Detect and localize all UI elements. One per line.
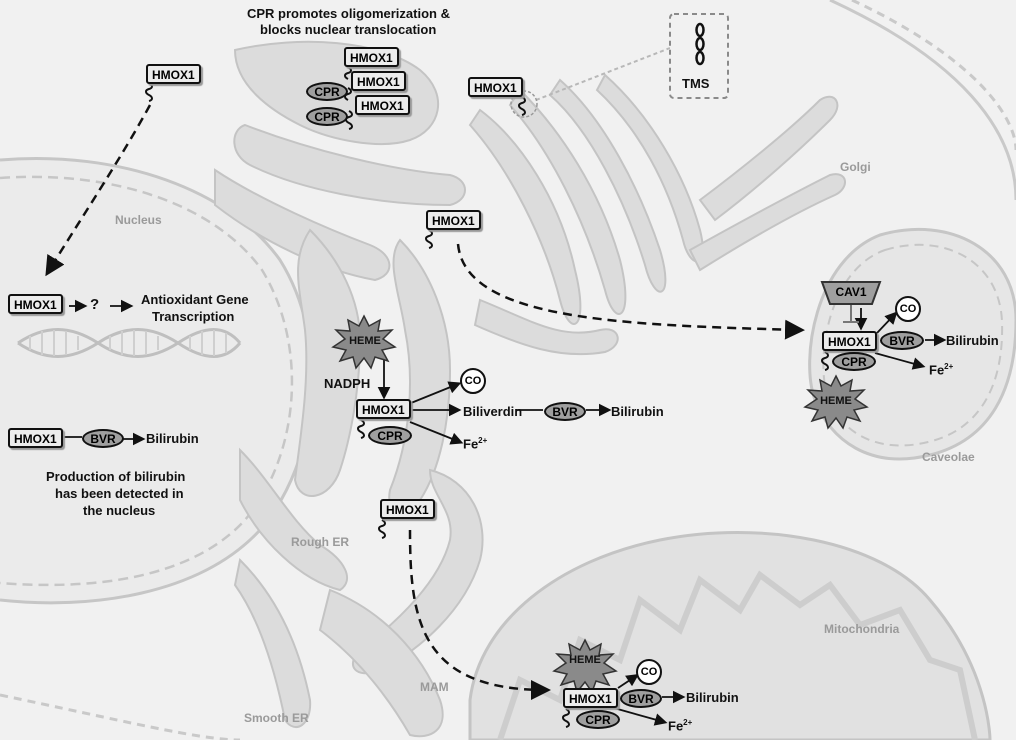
translocation-arrows [45,104,805,700]
inhibition-bar [843,305,859,323]
mam-label: MAM [420,680,449,694]
cpr-er-enzyme: CPR [368,426,412,445]
bvr-mito-enzyme: BVR [620,689,662,708]
caveolae-label: Caveolae [922,450,975,464]
co-er-product: CO [460,368,486,394]
hmox1-mito-box: HMOX1 [563,688,618,708]
heme-er-label: HEME [349,335,381,347]
reaction-arrows [62,299,947,726]
cav1-label: CAV1 [835,285,867,299]
bvr-caveolae-enzyme: BVR [880,331,924,350]
iron-mito: Fe2+ [668,718,693,734]
hmox1-er-box: HMOX1 [356,399,411,419]
dna-helix-icon [17,328,242,358]
golgi-apparatus [468,73,846,356]
note-line-1: Production of bilirubin [46,469,186,484]
hmox1-oligomer-2: HMOX1 [351,71,406,91]
bilirubin-mito: Bilirubin [686,690,739,705]
heme-mito-label: HEME [569,654,601,666]
mitochondria-label: Mitochondria [824,622,900,636]
mitochondria-shape [468,531,992,740]
co-caveolae-product: CO [895,296,921,322]
note-line-2: has been detected in [55,486,184,501]
hmox1-oligomer-3: HMOX1 [355,95,410,115]
note-line-3: the nucleus [83,503,156,518]
tms-helix-icon [695,22,705,66]
nucleus-shape [0,156,314,605]
hmox1-nucleus-bvr-box: HMOX1 [8,428,63,448]
hmox1-golgi-box: HMOX1 [426,210,481,230]
cpr-mito-enzyme: CPR [576,710,620,729]
cav1-shape [820,281,882,305]
hmox1-lower-box: HMOX1 [380,499,435,519]
cpr-caveolae-enzyme: CPR [832,352,876,371]
header-line-2: blocks nuclear translocation [260,22,437,37]
tms-box [669,13,729,99]
cpr-oligomer-2: CPR [306,107,348,126]
heme-burst-icons [331,314,869,694]
hmox1-tms-box: HMOX1 [468,77,523,97]
transmembrane-tails [145,66,829,728]
biliverdin-er: Biliverdin [463,404,523,419]
co-mito-product: CO [636,659,662,685]
nucleus-label: Nucleus [115,213,162,227]
nadph-label: NADPH [324,376,371,391]
bilirubin-nucleus: Bilirubin [146,431,199,446]
rough-er-label: Rough ER [291,535,349,549]
bvr-nucleus-enzyme: BVR [82,429,124,448]
tms-label: TMS [682,76,710,91]
heme-caveolae-label: HEME [820,395,852,407]
hmox1-nucleus-box: HMOX1 [8,294,63,314]
question-mark: ? [90,296,100,313]
hmox1-cytoplasm-box: HMOX1 [146,64,201,84]
hmox1-oligomer-1: HMOX1 [344,47,399,67]
bilirubin-er: Bilirubin [611,404,664,419]
bilirubin-caveolae: Bilirubin [946,333,999,348]
bvr-er-enzyme: BVR [544,402,586,421]
antioxidant-line-2: Transcription [152,309,235,324]
iron-er: Fe2+ [463,436,488,452]
smooth-er-label: Smooth ER [244,711,309,725]
hmox1-caveolae-box: HMOX1 [822,331,877,351]
antioxidant-line-1: Antioxidant Gene [141,292,249,307]
header-line-1: CPR promotes oligomerization & [247,6,450,21]
iron-caveolae: Fe2+ [929,362,954,378]
cpr-oligomer-1: CPR [306,82,348,101]
golgi-label: Golgi [840,160,871,174]
